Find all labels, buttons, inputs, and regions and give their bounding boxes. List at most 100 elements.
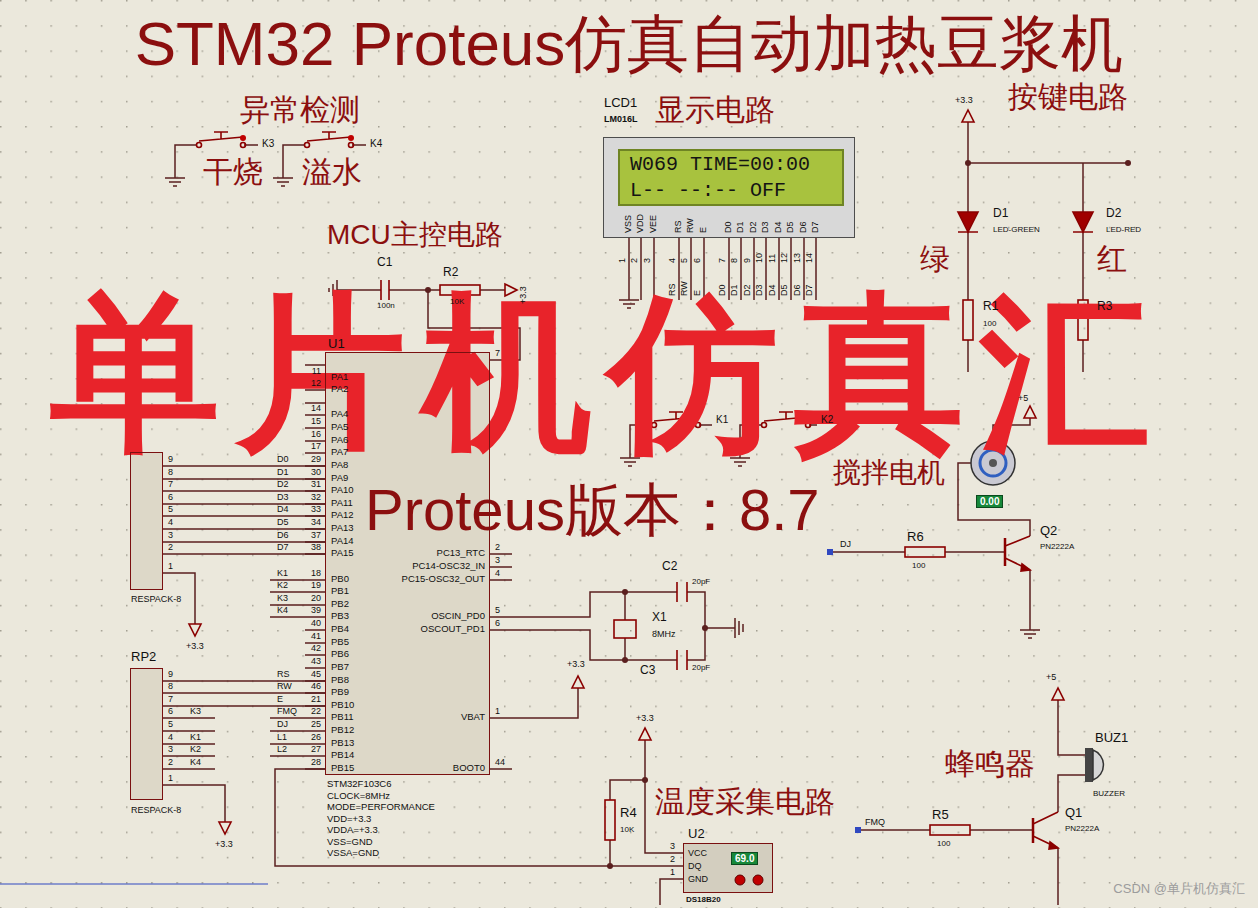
pin-label: C2 — [662, 560, 677, 573]
pin-label: PA1 — [331, 372, 348, 382]
pin-label: 10K — [450, 298, 464, 307]
resistor-symbol — [905, 547, 945, 557]
switch-button — [240, 135, 246, 141]
pin-label: DJ — [277, 720, 288, 730]
pin-label: 45 — [311, 670, 321, 680]
diagram-title: STM32 Proteus仿真自动加热豆浆机 — [135, 10, 1124, 78]
node-text: VCC — [688, 849, 707, 859]
junction-dot — [622, 657, 628, 663]
pin-label: PA7 — [331, 447, 348, 457]
pin-label: 25 — [311, 720, 321, 730]
pin-label: K4 — [277, 606, 288, 616]
motor-shaft — [989, 459, 997, 467]
section-heading: 绿 — [920, 242, 950, 275]
pin-label: 37 — [311, 531, 321, 541]
sheet-border — [0, 883, 268, 884]
pin-label: PA2 — [331, 384, 348, 394]
section-heading: 红 — [1097, 242, 1127, 275]
respack-body — [130, 452, 163, 590]
pin-label: 39 — [311, 606, 321, 616]
pin-label: 28 — [311, 758, 321, 768]
pin-label: VBAT — [461, 712, 485, 722]
pin-label: PB5 — [331, 637, 349, 647]
resistor-pack: RESPACK-8 — [130, 452, 163, 590]
pin-label: 11 — [312, 367, 321, 377]
pin-label: +5 — [1046, 673, 1056, 683]
pin-label: 9 — [168, 670, 173, 680]
pin-label: D1 — [993, 207, 1008, 220]
pin-label: K3 — [262, 138, 274, 149]
pin-label: 5 — [168, 720, 173, 730]
pin-label: OSCOUT_PD1 — [421, 624, 485, 634]
pin-label: K2 — [821, 414, 833, 425]
pin-label: +5 — [1018, 394, 1028, 404]
pin-label: 20pF — [692, 664, 710, 673]
led-symbol — [958, 212, 978, 232]
pin-label: 30 — [311, 468, 321, 478]
pin-label: D7 — [811, 221, 821, 233]
pin-label: 6 — [693, 258, 703, 263]
pin-label: 4 — [168, 518, 173, 528]
pin-label: K2 — [190, 745, 201, 755]
resistor-symbol — [930, 825, 970, 835]
wire-connector — [163, 478, 325, 480]
pin-label: 3 — [168, 531, 173, 541]
pin-label: D2 — [749, 221, 759, 233]
pin-label: PC14-OSC32_IN — [412, 561, 485, 571]
pin-markers — [240, 135, 861, 885]
section-heading: 搅拌电机 — [833, 458, 945, 489]
pin-label: PN2222A — [1040, 543, 1074, 552]
pin-label: X1 — [652, 611, 667, 624]
net-label: D7 — [277, 543, 289, 553]
pin-label: 7 — [495, 349, 500, 359]
pin-label: C1 — [377, 256, 392, 269]
wire-connector — [163, 490, 325, 492]
pin-label: 15 — [311, 417, 321, 427]
pin-label: R1 — [983, 300, 998, 313]
lcd-screen: W069 TIME=00:00L-- --:-- OFF — [618, 149, 844, 206]
node-text: L-- --:-- OFF — [630, 180, 786, 202]
pin-label: 4 — [668, 258, 678, 263]
pin-label: D1 — [730, 284, 740, 296]
pin-label: 9 — [743, 258, 753, 263]
pin-label: LED-RED — [1106, 226, 1141, 235]
pin-label: E — [693, 290, 703, 296]
pin-label: E — [699, 227, 709, 233]
pin-label: K1 — [277, 569, 288, 579]
resistor-symbol — [605, 800, 615, 840]
net-label: D1 — [277, 468, 289, 478]
pin-label: RW — [686, 218, 696, 233]
component-symbols — [189, 110, 1093, 849]
junction-dot — [1125, 160, 1131, 166]
pin-label: 42 — [311, 644, 321, 654]
pin-label: PN2222A — [1065, 825, 1099, 834]
resistor-pack: RP2RESPACK-8 — [130, 668, 163, 800]
wires — [163, 122, 1128, 905]
pin-label: D3 — [755, 284, 765, 296]
pin-label: 27 — [311, 745, 321, 755]
pin-label: 29 — [311, 455, 321, 465]
buzzer-cone — [1093, 750, 1103, 780]
pin-label: 13 — [793, 253, 803, 263]
sensor-button — [753, 875, 763, 885]
pin-label: BUZZER — [1093, 790, 1125, 799]
net-stubs — [270, 580, 305, 756]
pin-label: 19 — [311, 581, 321, 591]
pin-label: CLOCK=8MHz — [327, 791, 390, 801]
node-text: DS18B20 — [686, 896, 721, 905]
pin-label: 1 — [670, 868, 675, 878]
buzzer-wires — [858, 700, 1085, 905]
pin-label: +3.3 — [215, 840, 233, 850]
pin-label: 9 — [168, 455, 173, 465]
pin-label: D6 — [799, 221, 809, 233]
pin-label: K1 — [190, 733, 201, 743]
pin-label: PA6 — [331, 435, 348, 445]
net-marker — [855, 827, 861, 833]
pin-label: PB1 — [331, 586, 349, 596]
pin-label: 100n — [377, 302, 395, 311]
junction-dot — [965, 160, 971, 166]
pin-label: 44 — [495, 758, 505, 768]
pin-label: OSCIN_PD0 — [431, 611, 485, 621]
sensor-wires — [610, 740, 683, 905]
pin-label: 1 — [168, 562, 173, 572]
